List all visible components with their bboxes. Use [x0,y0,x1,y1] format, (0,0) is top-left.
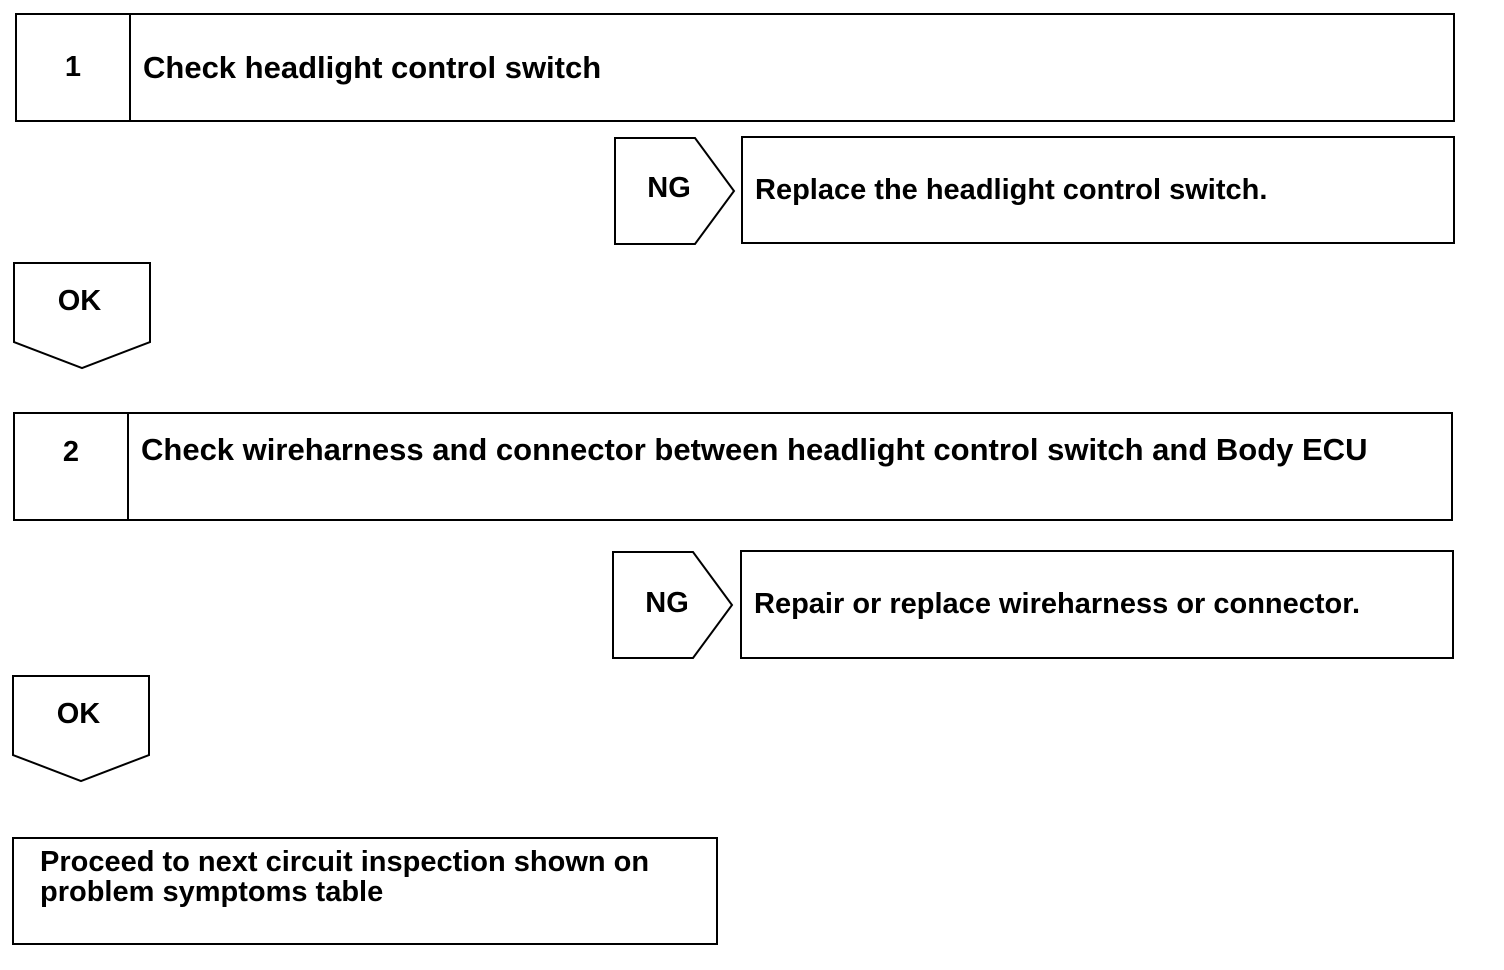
ng-arrow-2 [612,551,734,659]
ok-label-1: OK [57,285,102,317]
ng-label-2: NG [645,587,689,619]
step-2-number: 2 [15,414,129,519]
step-1-box: 1 Check headlight control switch [15,13,1455,122]
ng-action-1-box: Replace the headlight control switch. [741,136,1455,244]
ok-arrow-1 [13,262,151,370]
ok-arrow-2 [12,675,150,783]
step-1-number: 1 [17,15,131,120]
ng-action-2-box: Repair or replace wireharness or connect… [740,550,1454,659]
step-1-text: Check headlight control switch [143,50,602,85]
step-2-text: Check wireharness and connector between … [141,432,1368,467]
ng-arrow-1 [614,137,736,245]
ok-label-2: OK [56,698,101,730]
final-step-box: Proceed to next circuit inspection shown… [12,837,718,945]
ng-label-1: NG [647,172,691,204]
step-2-box: 2 Check wireharness and connector betwee… [13,412,1453,521]
